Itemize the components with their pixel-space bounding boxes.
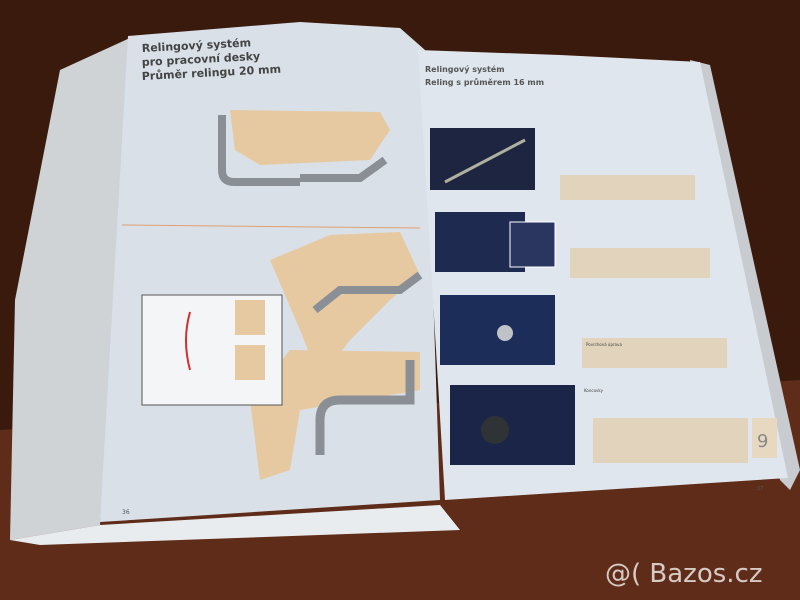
inset-board-bottom: [235, 345, 265, 380]
countertop-diagram-3: [250, 350, 420, 480]
left-title-2: pro pracovní desky: [141, 50, 260, 69]
page-edges-bottom: [10, 505, 460, 545]
chapter-number: 9: [757, 431, 768, 452]
product-photo-connector: [440, 295, 555, 365]
connector-shape: [497, 325, 513, 341]
inset-board-top: [235, 300, 265, 335]
red-arrow: [185, 311, 191, 371]
rail-diagram-1: [218, 115, 388, 186]
product-photo-endcaps: [450, 385, 575, 465]
rail-diagram-3: [315, 360, 415, 455]
watermark: @( Bazos.cz: [605, 559, 763, 589]
koncovky-label: Koncovky: [584, 388, 604, 393]
chapter-tab: [752, 418, 777, 458]
right-title-2: Reling s průměrem 16 mm: [425, 77, 544, 87]
countertop-diagram-1: [230, 110, 390, 165]
spec-table-4: [593, 418, 748, 463]
table-header: Povrchová úprava: [586, 342, 622, 347]
spec-table-1: [560, 175, 695, 200]
page-edges-left: [10, 38, 130, 540]
right-page-number: 37: [757, 486, 763, 492]
countertop-diagram-2: [270, 232, 420, 380]
spec-table-2: [570, 248, 710, 278]
rail-diagram-2: [312, 271, 423, 314]
left-title-1: Relingový systém: [141, 36, 251, 55]
left-page-number: 36: [122, 509, 130, 516]
divider: [121, 224, 421, 229]
endcap-shape: [481, 416, 509, 444]
product-photo-inset: [509, 221, 556, 268]
right-title-1: Relingový systém: [425, 64, 505, 74]
spec-table-3: [582, 338, 727, 368]
rail-photo-line: [444, 138, 526, 184]
